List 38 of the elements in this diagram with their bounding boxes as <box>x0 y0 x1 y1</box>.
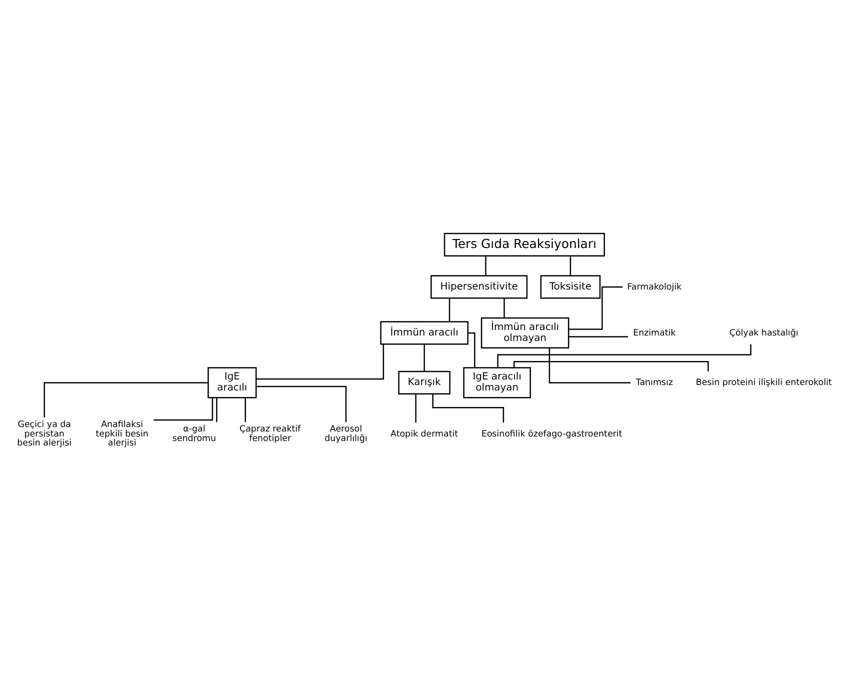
node-box: IgE aracılı <box>208 367 257 398</box>
node-text: Anafilaksi tepkili besin alerjisi <box>96 420 148 449</box>
node-box: Ters Gıda Reaksiyonları <box>444 232 605 256</box>
node-text: Çapraz reaktif fenotipler <box>240 424 301 444</box>
node-text: Farmakolojik <box>627 282 682 292</box>
connector <box>548 348 631 384</box>
connector <box>415 394 416 423</box>
node-text: Tanımsız <box>636 378 673 388</box>
node-box: Toksisite <box>540 275 601 299</box>
node-box: Karışık <box>398 370 450 395</box>
node-text: Enzimatik <box>633 328 676 338</box>
node-box: Hipersensitivite <box>430 275 528 299</box>
node-text: Atopik dermatit <box>390 429 458 440</box>
connector <box>468 332 476 368</box>
node-box: IgE aracılı olmayan <box>463 367 531 398</box>
connector <box>256 386 347 422</box>
connector <box>256 344 384 380</box>
node-box: İmmün aracılı olmayan <box>480 317 570 349</box>
connector <box>154 398 214 421</box>
connector <box>568 336 628 338</box>
node-text: Eosinofilik özefago-gastroenterit <box>481 429 622 440</box>
node-text: Çölyak hastalığı <box>729 328 798 338</box>
connector <box>44 382 208 418</box>
connector <box>504 298 505 318</box>
connector <box>485 256 486 276</box>
connector <box>432 394 504 423</box>
connector <box>568 286 622 330</box>
connector <box>513 360 709 372</box>
node-text: Besin proteini ilişkili enterokolit <box>696 378 832 388</box>
node-box: İmmün aracılı <box>380 321 468 345</box>
connector <box>448 298 450 322</box>
connector <box>570 256 572 276</box>
node-text: α-gal sendromu <box>172 424 216 444</box>
connector <box>244 398 246 422</box>
node-text: Geçici ya da persistan besin alerjisi <box>17 420 72 449</box>
node-text: Aerosol duyarlılığı <box>324 424 368 444</box>
connector <box>216 398 218 422</box>
connector <box>424 344 425 372</box>
